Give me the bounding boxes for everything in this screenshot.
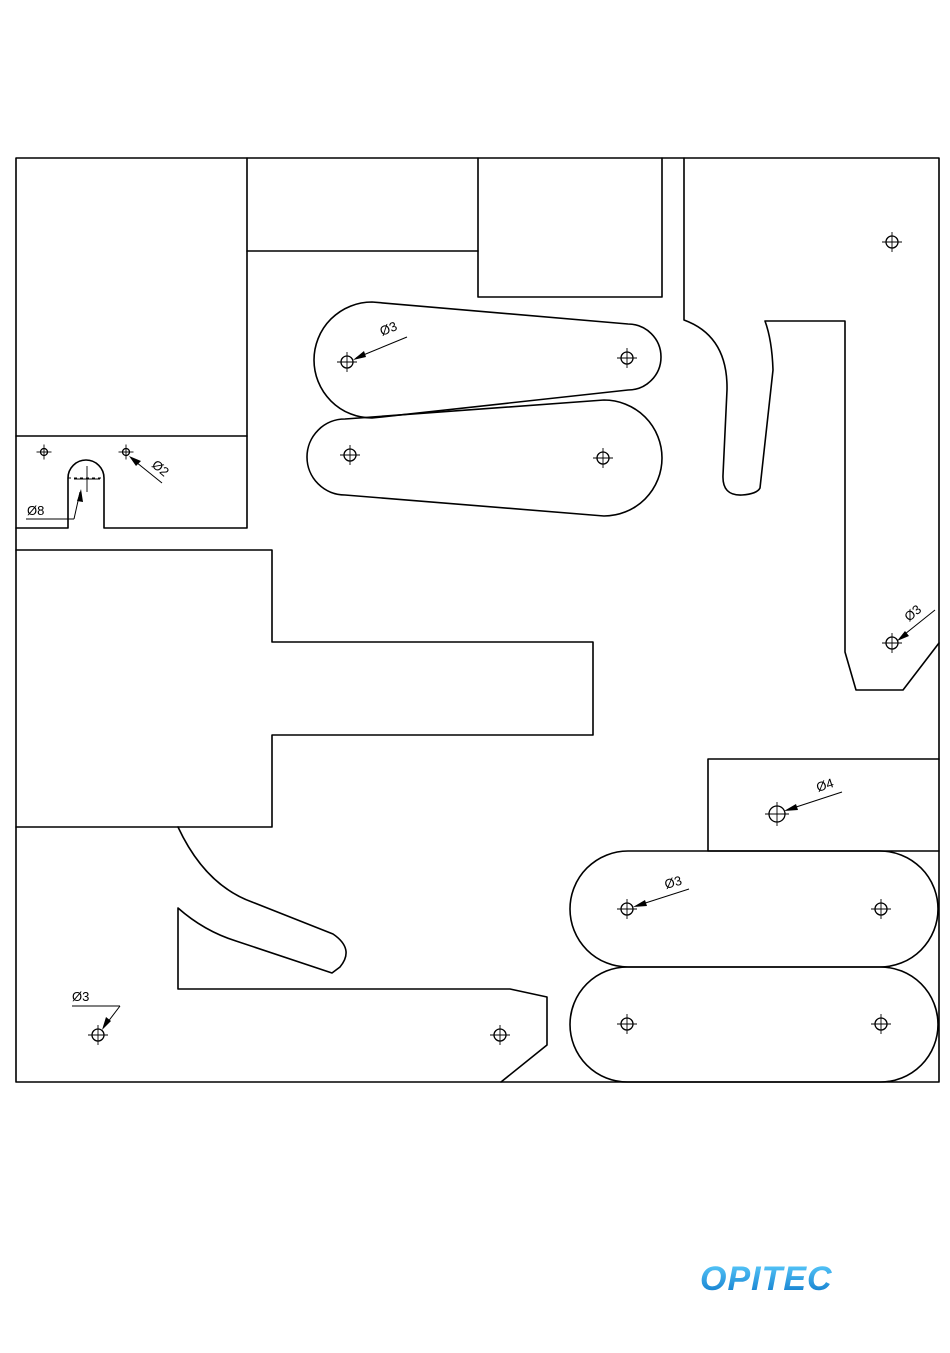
drill-hole (593, 448, 613, 468)
arrow-d8-icon (77, 489, 83, 502)
drill-hole (617, 899, 637, 919)
arrow-d3-top-icon (353, 351, 366, 360)
drill-hole (617, 1014, 637, 1034)
drill-hole (490, 1025, 510, 1045)
part-bottom-curve (178, 827, 547, 1082)
part-right-hook-outer (684, 158, 939, 690)
dim-d3-top: Ø3 (378, 318, 400, 338)
drill-hole (37, 445, 52, 460)
opitec-logo: OPITEC (700, 1260, 833, 1298)
dim-d4: Ø4 (814, 775, 835, 795)
drill-hole (88, 1025, 108, 1045)
dim-d3-bottom-right: Ø3 (663, 873, 684, 892)
arrow-d3-bottom-right-icon (633, 900, 647, 907)
drill-hole (871, 899, 891, 919)
arrow-d4-icon (784, 804, 798, 811)
part-top-square (478, 158, 662, 297)
drill-hole (871, 1014, 891, 1034)
dim-d3-bottom-left: Ø3 (72, 989, 89, 1004)
dim-d8: Ø8 (27, 503, 44, 518)
part-left-t-shape (16, 550, 593, 827)
part-top-left-block (16, 158, 247, 436)
part-bottom-right-rect (708, 759, 939, 851)
drill-hole (882, 633, 902, 653)
part-slotted-strip (16, 436, 247, 528)
part-rounded-bar-lower (570, 967, 938, 1082)
drill-hole (617, 348, 637, 368)
drill-hole (340, 445, 360, 465)
drill-hole (765, 802, 789, 826)
dim-d2: Ø2 (149, 457, 172, 480)
drill-hole (337, 352, 357, 372)
drill-hole (882, 232, 902, 252)
